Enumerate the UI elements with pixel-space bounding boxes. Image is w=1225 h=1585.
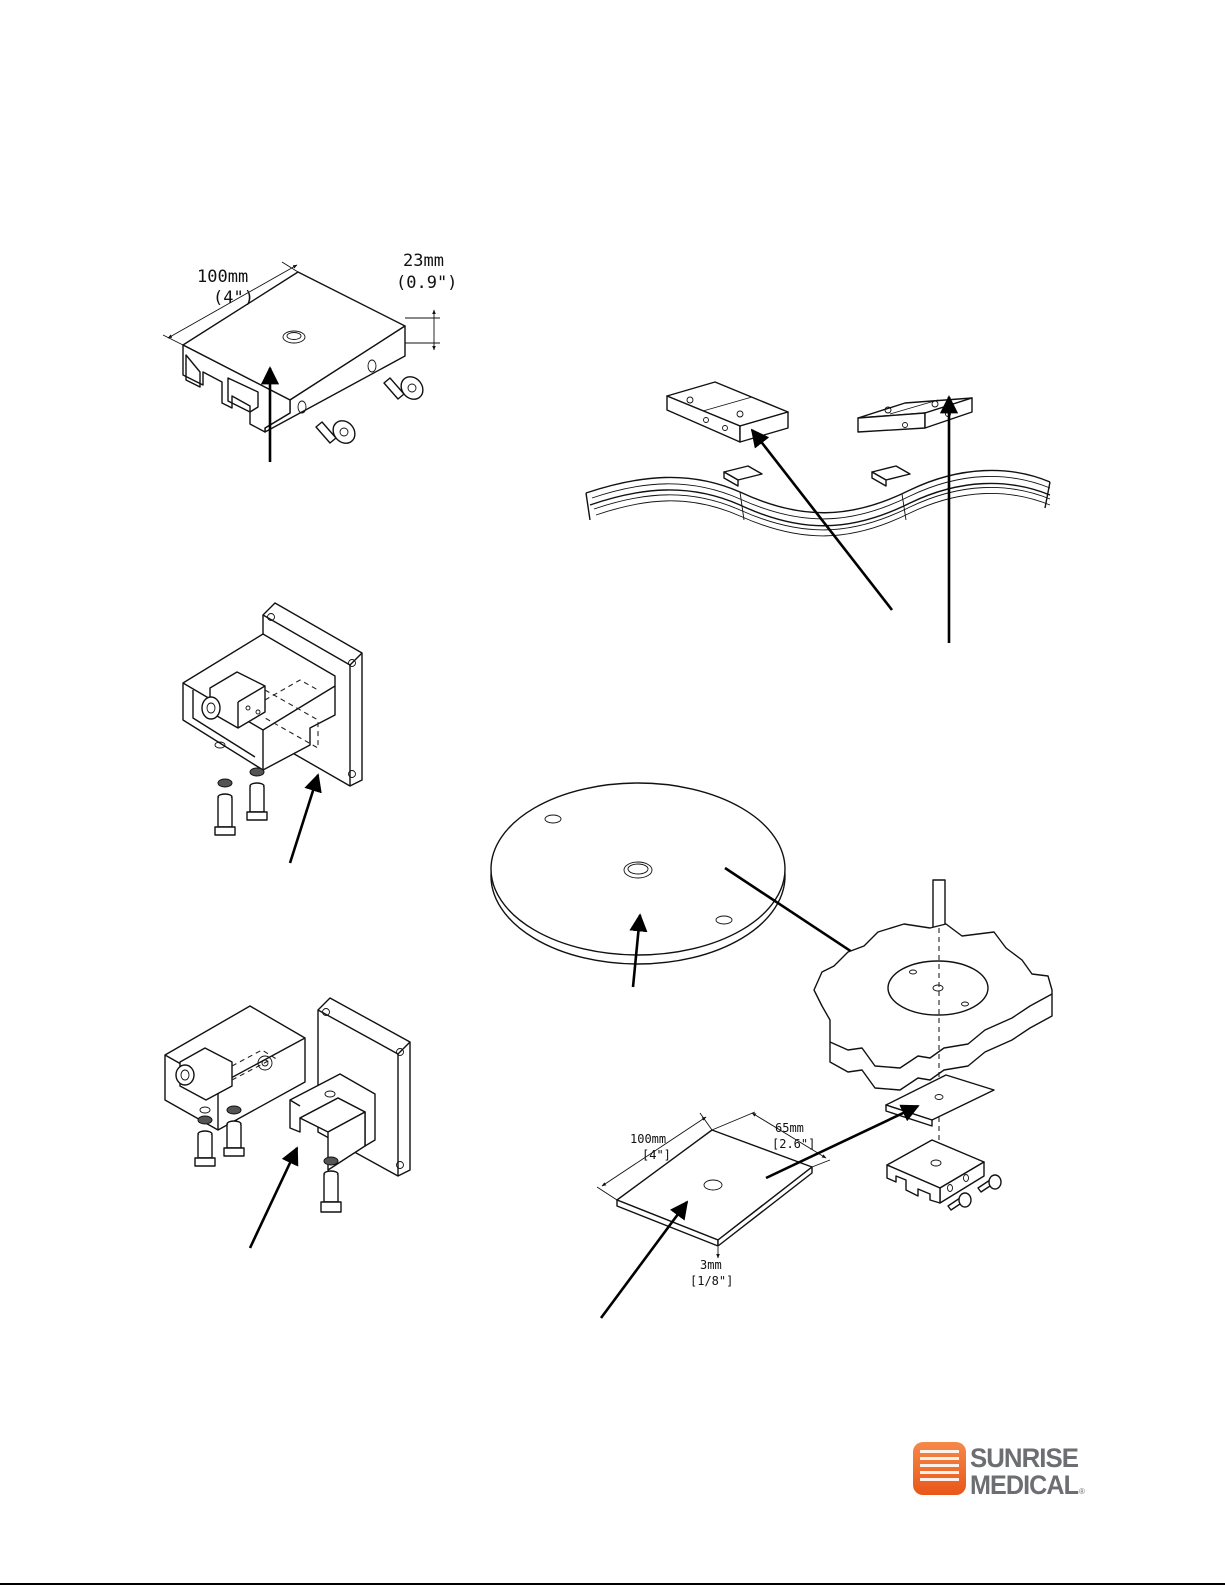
bolt-icon bbox=[321, 1157, 341, 1212]
screw-icon bbox=[316, 416, 359, 447]
leader-arrow bbox=[250, 1148, 297, 1248]
leader-arrow bbox=[752, 430, 892, 610]
screw-icon bbox=[384, 372, 427, 403]
seat-base-assembly-figure bbox=[814, 880, 1052, 1210]
leader-arrow bbox=[601, 1202, 687, 1318]
bolt-icon bbox=[247, 768, 267, 820]
bracket-uchannel-figure bbox=[165, 998, 410, 1248]
block-height-dimension: 23mm bbox=[403, 251, 444, 271]
leader-arrow bbox=[290, 775, 318, 863]
logo-line-1: SUNRISE bbox=[970, 1443, 1078, 1473]
logo-registered-mark: ® bbox=[1079, 1487, 1085, 1496]
block-length-inches: (4") bbox=[213, 288, 254, 308]
plate-thickness-inches: [1/8"] bbox=[690, 1274, 733, 1288]
plate-thickness-dimension: 3mm bbox=[700, 1258, 722, 1272]
bolt-icon bbox=[215, 779, 235, 835]
curved-track-figure bbox=[586, 382, 1050, 643]
spacer-plate-figure: 100mm [4"] 65mm [2.6"] 3mm [1/8"] bbox=[597, 1106, 918, 1318]
logo-line-2: MEDICAL bbox=[970, 1470, 1078, 1500]
wall-bracket-figure bbox=[183, 603, 362, 863]
channel-block-figure: 100mm (4") 23mm (0.9") bbox=[163, 251, 457, 462]
block-height-inches: (0.9") bbox=[396, 273, 457, 293]
plate-length-inches: [4"] bbox=[642, 1148, 671, 1162]
sunrise-medical-logo: SUNRISE MEDICAL ® bbox=[913, 1442, 1085, 1500]
sunrise-logo-icon bbox=[913, 1442, 966, 1495]
plate-length-dimension: 100mm bbox=[630, 1132, 666, 1146]
block-length-dimension: 100mm bbox=[197, 267, 248, 287]
plate-width-inches: [2.6"] bbox=[772, 1137, 815, 1151]
plate-width-dimension: 65mm bbox=[775, 1121, 804, 1135]
